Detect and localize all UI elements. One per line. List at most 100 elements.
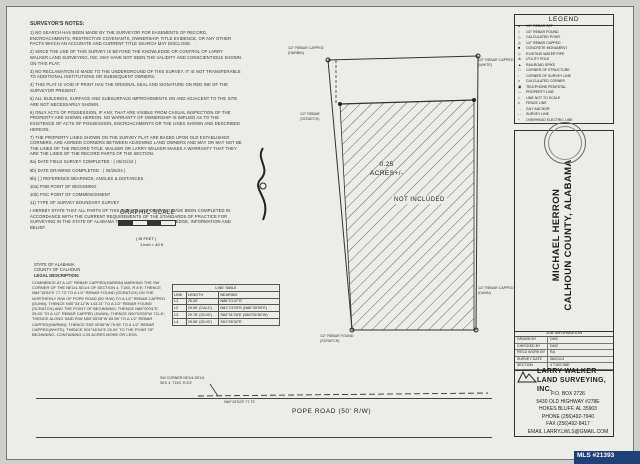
table-row: L4 29.59' (25.00') S01°05'32"E (172, 317, 280, 326)
mls-badge (574, 451, 640, 464)
survey-corner-icon: ▫ (518, 73, 520, 78)
state-block: STATE OF ALABAMA COUNTY OF CALHOUN LEGAL… (34, 262, 164, 278)
legend-item: ▣TELEPHONE PEDESTAL (518, 84, 567, 89)
surveyor-note: 10a) POB POINT OF BEGINNING (30, 183, 97, 189)
railroad-spike-icon: ▲ (518, 62, 522, 67)
rebar-marker (475, 53, 481, 59)
surveyor-note: 1) NO SEARCH HAS BEEN MADE BY THE SURVEY… (30, 30, 232, 47)
water-pipe-icon: ◇ (518, 51, 521, 56)
graphic-scale-bar (118, 220, 176, 226)
capped-rebar-icon: ◎ (518, 40, 522, 45)
legend-item: △CALCULATED POINT (518, 35, 561, 39)
address-line: HOKES BLUFF, AL 35903 (539, 406, 597, 413)
legend-item: ○1/2" REBAR FOUND (518, 29, 559, 34)
surveyor-note: 5) ALL BUILDINGS, SURFACE AND SUBSURFACE… (30, 96, 238, 107)
legend-item: - -SURVEY LINE (518, 112, 550, 116)
rebar-marker (473, 327, 479, 333)
acres-value: 0.25 (379, 161, 394, 168)
company-name-line: LAND SURVEYING, INC. (537, 377, 606, 393)
project-owner: MICHAEL HERRON (551, 188, 562, 282)
legend-item: ≈LINE NOT TO SCALE (518, 95, 561, 100)
company-logo-icon (517, 370, 537, 383)
rebar-marker (338, 102, 342, 106)
road-bearing: N84°15'54"E 77.73' (224, 400, 256, 404)
acreage: 0.25 ACRES+/- (370, 160, 403, 178)
graphic-scale-unit: ( IN FEET ) (136, 236, 157, 241)
fax: FAX (256)492-8417 (546, 421, 590, 428)
fence-line-icon: x (518, 101, 520, 105)
surveyor-note: 9b) ( ) REFERENCE BEARINGS, ANGLES & DIS… (30, 175, 145, 181)
not-to-scale-icon: ≈ (518, 95, 520, 100)
rebar-label: 1/2" REBAR (SCRATCH) (300, 112, 320, 121)
phone: PHONE (256)492-7940 (542, 413, 594, 420)
survey-line-icon: - - (518, 112, 522, 116)
boundary-line (475, 55, 479, 331)
rebar-label: 1/2" REBAR FOUND (SCRATCH) (320, 334, 354, 343)
graphic-scale-label: GRAPHIC SCALE (120, 210, 176, 216)
project-title: MICHAEL HERRON CALHOUN COUNTY, ALABAMA (551, 135, 575, 335)
address-line: P.O. BOX 2726 (551, 391, 585, 397)
company-name: LARRY WALKER LAND SURVEYING, INC. (537, 367, 613, 394)
legend-item: ◇EXISTING WATER PIPE (518, 51, 565, 56)
surveyor-seal (544, 122, 586, 164)
company-block: LARRY WALKER LAND SURVEYING, INC. P.O. B… (514, 364, 614, 437)
surveyor-note: 7) THE PROPERTY LINES SHOWN ON THE SURVE… (30, 134, 242, 157)
surveyor-note: 2) SINCE THE USE OF THIS SURVEY IS BEYON… (30, 49, 242, 66)
company-address: P.O. BOX 2726 5430 OLD HIGHWAY #278E HOK… (525, 391, 611, 437)
legend-item: ×CALCULATED CORNER (518, 79, 566, 83)
pope-road (36, 398, 492, 438)
job-info-title: JOB INFORMATION (515, 330, 613, 337)
surveyor-notes: SURVEYOR'S NOTES: 1) NO SEARCH HAS BEEN … (30, 21, 242, 233)
legend: ●1/2" REBAR SET ○1/2" REBAR FOUND △CALCU… (514, 24, 614, 124)
mls-watermark: MLS #21393 (577, 452, 615, 459)
legend-item: →GUY ANCHOR (518, 106, 550, 111)
rebar-label: 1/2" REBAR CAPPED (HARBIN) (288, 46, 324, 55)
surveyor-note: 10b) POC POINT OF COMMENCEMENT (30, 191, 111, 197)
telephone-pedestal-icon: ▣ (518, 84, 522, 89)
company-name-line: LARRY WALKER (537, 368, 597, 375)
address-line: 5430 OLD HIGHWAY #278E (536, 398, 600, 405)
legal-description-title: LEGAL DESCRIPTION: (34, 272, 80, 278)
county-name: COUNTY OF CALHOUN (34, 267, 81, 273)
utility-pole-icon: ⊕ (518, 57, 521, 61)
rebar-found-icon: ○ (518, 29, 521, 34)
surveyor-note: 8a) DATE FIELD SURVEY COMPLETED : ( 06/2… (30, 159, 137, 165)
rebar-label: 1/2" REBAR CAPPED (DUNN) (478, 286, 514, 295)
not-included-label: NOT INCLUDED (392, 196, 447, 204)
not-included-area (339, 99, 475, 331)
acres-label: ACRES+/- (370, 170, 404, 177)
legend-title: LEGEND (514, 14, 614, 26)
surveyor-note: 3) NO RECLAMATION IS MADE TO THE UNDERGR… (30, 68, 241, 80)
legend-item: —PROPERTY LINE (518, 90, 554, 94)
road-label: POPE ROAD (50' R/W) (292, 408, 372, 415)
surveyor-notes-title: SURVEYOR'S NOTES: (30, 21, 85, 27)
survey-plat-sheet (6, 6, 634, 460)
rebar-marker (472, 98, 476, 102)
calculated-corner-icon: × (518, 79, 521, 83)
rebar-marker (325, 57, 331, 63)
property-line-icon: — (518, 90, 522, 94)
corner-tie-line (209, 383, 219, 397)
boundary-line (327, 59, 353, 331)
guy-anchor-icon: → (518, 106, 522, 111)
graphic-scale-ratio: 1 inch = 40 ft (140, 242, 164, 247)
boundary-line (327, 55, 479, 61)
legal-description: COMMENCE AT A 1/2" REBAR CAPPED(HARBIN) … (32, 280, 165, 338)
legend-item: ◎1/2" REBAR CAPPED (518, 40, 561, 45)
structure-corner-icon: □ (518, 68, 521, 72)
legend-item: □CORNER OF STRUCTURE (518, 68, 570, 72)
email: EMAIL LARRY.LWLS@GMAIL.COM (527, 428, 609, 435)
legend-item: ▫CORNER OF SURVEY LINE (518, 73, 571, 78)
legend-item: ■CONCRETE MONUMENT (518, 46, 568, 50)
overhead-electric-icon: ~ (518, 117, 521, 122)
line-table: LINE TABLE LINE LENGTH BEARING L1 25.00'… (172, 284, 280, 326)
rebar-set-icon: ● (518, 24, 521, 28)
